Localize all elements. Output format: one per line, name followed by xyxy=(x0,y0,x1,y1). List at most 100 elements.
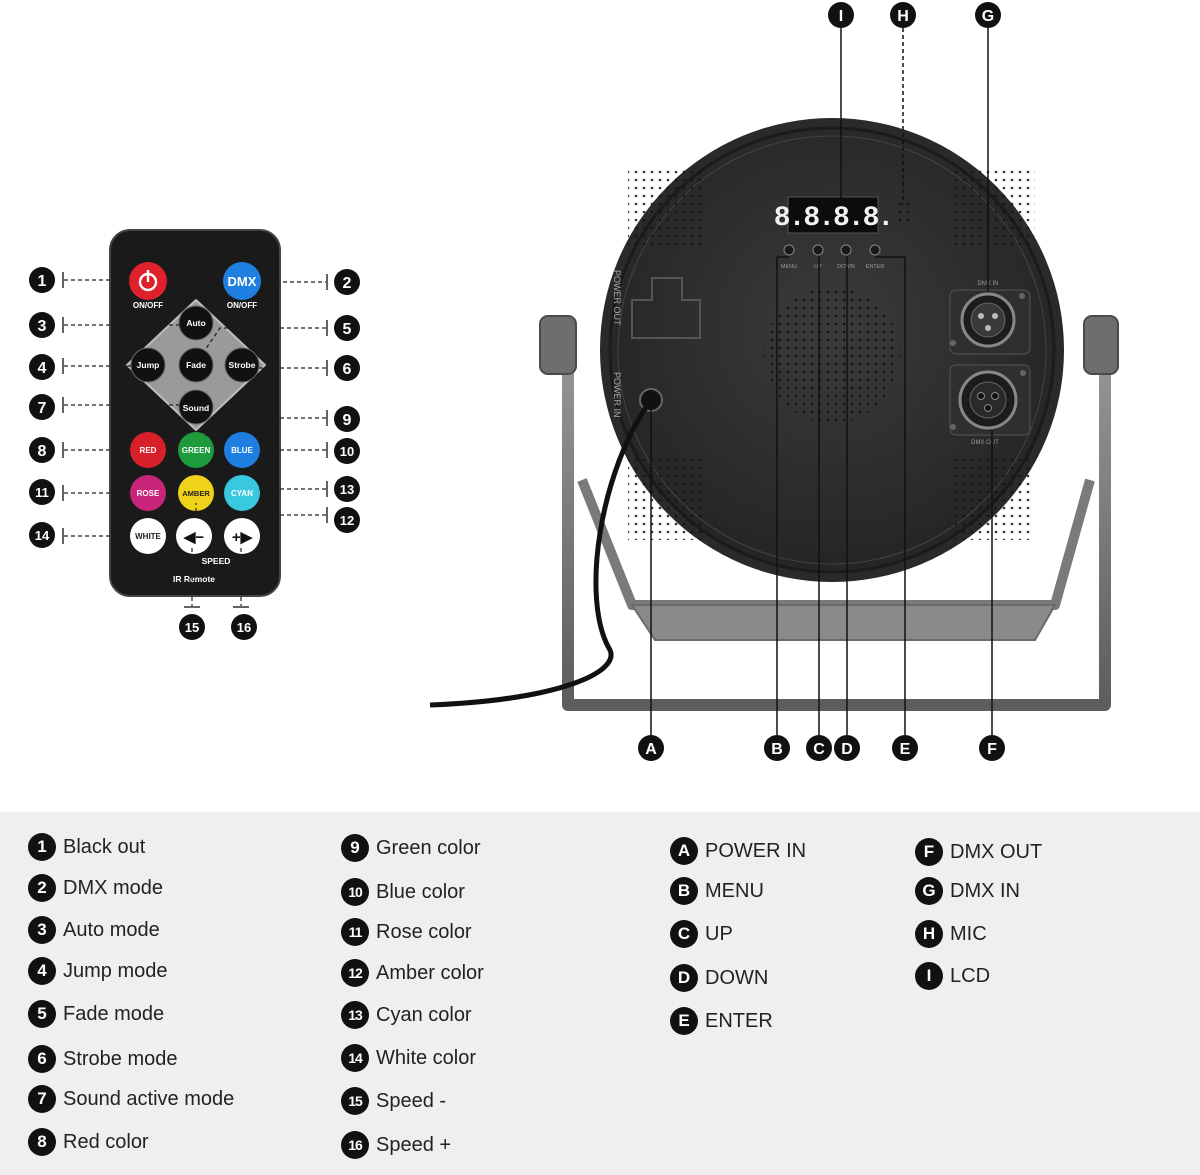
svg-text:G: G xyxy=(982,8,994,25)
legend-badge: 12 xyxy=(341,959,369,987)
sound-button[interactable]: Sound xyxy=(178,389,214,425)
cyan-button[interactable]: CYAN xyxy=(224,475,260,511)
svg-text:C: C xyxy=(813,741,825,758)
legend-text: UP xyxy=(705,922,733,945)
fade-button[interactable]: Fade xyxy=(178,347,214,383)
legend-badge: 4 xyxy=(28,957,56,985)
speed-label: SPEED xyxy=(202,556,231,566)
callout-13: 13 xyxy=(334,476,360,502)
red-button[interactable]: RED xyxy=(130,432,166,468)
callout-16: 16 xyxy=(231,614,257,640)
remote-model-label: IR Remote xyxy=(173,574,215,584)
legend-text: MENU xyxy=(705,879,764,902)
legend-text: Speed - xyxy=(376,1089,447,1112)
jump-button[interactable]: Jump xyxy=(130,347,166,383)
green-button[interactable]: GREEN xyxy=(178,432,214,468)
legend-text: Red color xyxy=(63,1130,149,1153)
legend-text: LCD xyxy=(950,964,991,987)
power-sub-label: ON/OFF xyxy=(133,301,163,310)
speed-plus-button[interactable]: +▶ xyxy=(224,518,260,554)
rose-button[interactable]: ROSE xyxy=(130,475,166,511)
callout-1: 1 xyxy=(29,267,55,293)
white-button[interactable]: WHITE xyxy=(130,518,166,554)
callout-C: C xyxy=(806,735,832,761)
svg-text:7: 7 xyxy=(38,400,47,417)
callout-7: 7 xyxy=(29,394,55,420)
callout-I: I xyxy=(828,2,854,28)
strobe-button[interactable]: Strobe xyxy=(224,347,260,383)
legend-text: DOWN xyxy=(705,966,769,989)
dmx-button[interactable]: DMX xyxy=(223,262,261,300)
speed-minus-button[interactable]: ◀− xyxy=(176,518,212,554)
callout-5: 5 xyxy=(334,315,360,341)
auto-button[interactable]: Auto xyxy=(178,305,214,341)
dmx-out-label: DMX OUT xyxy=(971,440,999,446)
legend-badge: 13 xyxy=(341,1001,369,1029)
blue-button-label: BLUE xyxy=(231,446,253,455)
callout-8: 8 xyxy=(29,437,55,463)
legend-badge: I xyxy=(915,962,943,990)
legend-text: Fade mode xyxy=(63,1002,165,1025)
enter-control[interactable] xyxy=(869,244,881,256)
amber-button[interactable]: AMBER xyxy=(178,475,214,511)
legend-badge: 14 xyxy=(341,1044,369,1072)
blue-button[interactable]: BLUE xyxy=(224,432,260,468)
legend-text: DMX OUT xyxy=(950,840,1043,863)
remote-callouts: 1 2 3 5 4 6 7 9 8 10 11 13 12 14 15 16 xyxy=(29,267,360,640)
svg-text:13: 13 xyxy=(340,482,354,497)
svg-text:6: 6 xyxy=(343,361,352,378)
device-callouts: I H G A B C D E F xyxy=(638,2,1005,761)
legend-badge: 6 xyxy=(28,1045,56,1073)
legend-item-B: B MENU xyxy=(670,876,764,906)
legend-badge: E xyxy=(670,1007,698,1035)
svg-text:F: F xyxy=(987,741,997,758)
dmx-out-connector xyxy=(949,364,1031,436)
legend-badge: B xyxy=(670,877,698,905)
strobe-button-label: Strobe xyxy=(229,360,256,370)
down-control[interactable] xyxy=(840,244,852,256)
legend-text: DMX IN xyxy=(950,879,1020,902)
device-leader-lines xyxy=(650,28,993,735)
svg-text:3: 3 xyxy=(38,318,47,335)
fade-button-label: Fade xyxy=(186,360,206,370)
remote-leader-ticks xyxy=(62,272,328,608)
legend-badge: 5 xyxy=(28,1000,56,1028)
svg-text:E: E xyxy=(900,741,911,758)
legend-text: Cyan color xyxy=(376,1003,472,1026)
up-control[interactable] xyxy=(812,244,824,256)
legend-text: Auto mode xyxy=(63,918,160,941)
rose-button-label: ROSE xyxy=(137,489,160,498)
legend-text: Green color xyxy=(376,836,481,859)
callout-F: F xyxy=(979,735,1005,761)
svg-text:I: I xyxy=(839,8,843,25)
legend-badge: 1 xyxy=(28,833,56,861)
power-out-label: POWER OUT xyxy=(612,270,622,326)
svg-text:B: B xyxy=(771,741,783,758)
green-button-label: GREEN xyxy=(182,446,211,455)
speed-minus-label: ◀− xyxy=(183,529,205,546)
legend-item-I: I LCD xyxy=(915,961,990,991)
dmx-in-connector xyxy=(949,289,1031,355)
up-control-label: UP xyxy=(814,264,822,270)
power-button[interactable] xyxy=(129,262,167,300)
svg-text:10: 10 xyxy=(340,444,354,459)
lcd-display: 8.8.8.8. xyxy=(774,203,892,234)
menu-control-label: MENU xyxy=(781,264,797,270)
legend-item-5: 5 Fade mode xyxy=(28,999,164,1029)
svg-text:11: 11 xyxy=(35,485,49,500)
menu-control[interactable] xyxy=(783,244,795,256)
